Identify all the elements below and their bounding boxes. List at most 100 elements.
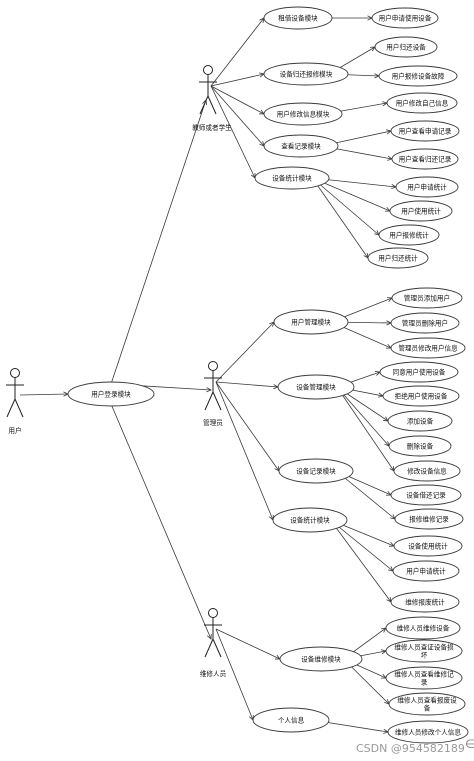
use-case-report: 设备归还报修模块 [263, 62, 349, 86]
edge-admin-record_a [215, 381, 280, 472]
stick-figure-icon [204, 608, 222, 658]
use-case-f22: 用户申请统计 [392, 560, 460, 582]
use-case-f21: 设备使用统计 [393, 535, 463, 557]
edge-devmgmt-f17 [336, 386, 390, 447]
use-case-oval [277, 374, 355, 400]
use-case-oval [263, 62, 349, 86]
use-case-label: 用户使用统计 [401, 206, 441, 215]
use-case-label: 维修人员查看维修记 [394, 669, 454, 678]
use-case-oval [67, 381, 155, 407]
use-case-label: 维修人员查证设备损 [394, 642, 454, 651]
use-case-label: 设备记录模块 [296, 466, 336, 475]
use-case-label: 用户管理模块 [291, 317, 331, 326]
use-case-f28: 维修人员修改个人信息 [387, 720, 469, 744]
use-case-f15: 拒绝用户使用设备 [382, 385, 460, 407]
edge-teacher-profile [210, 85, 265, 115]
edge-devmgmt-f18 [336, 386, 395, 472]
use-case-oval [387, 410, 453, 432]
use-case-oval [371, 7, 439, 29]
actor-label: 用户 [8, 426, 21, 435]
actor-label: 维修人员 [200, 669, 227, 678]
use-case-oval [394, 508, 464, 530]
use-case-oval [390, 312, 460, 334]
use-case-label: 删除设备 [407, 441, 434, 450]
edge-teacher-rent [210, 17, 265, 87]
use-case-f14: 同意用户使用设备 [379, 361, 459, 383]
actor-label: 教师或者学生 [192, 123, 232, 132]
use-case-label: 用户登录模块 [91, 389, 131, 398]
use-case-oval [393, 460, 461, 482]
use-case-label: 用户申请使用设备 [379, 13, 432, 22]
use-case-label: 录 [421, 678, 428, 686]
stick-figure-icon [199, 65, 217, 115]
use-case-oval [388, 435, 452, 457]
use-case-label: 维修人员维修设备 [397, 623, 450, 632]
use-case-oval [378, 224, 440, 246]
actor-user: 用户 [6, 368, 24, 435]
use-case-record_t: 查看记录模块 [263, 134, 339, 158]
use-case-label: 用户报修统计 [389, 230, 429, 239]
use-case-oval [390, 484, 462, 506]
edge-stat_t-f8 [312, 177, 391, 212]
use-case-oval [391, 148, 459, 170]
use-case-oval [390, 591, 460, 613]
use-case-f9: 用户报修统计 [378, 224, 440, 246]
actor-admin: 管理员 [203, 361, 223, 427]
arrowhead-icon [206, 633, 212, 640]
use-case-label: 用户查看归还记录 [399, 154, 452, 163]
watermark-text: CSDN @954582189 [356, 742, 465, 755]
use-case-label: 备 [424, 703, 431, 712]
use-case-f8: 用户使用统计 [389, 200, 453, 222]
use-case-oval [252, 707, 330, 733]
arrowhead-icon [389, 465, 395, 472]
edge-stat_t-f10 [312, 177, 369, 259]
use-case-label: 坏 [421, 651, 428, 659]
use-case-label: 管理员添加用户 [404, 293, 450, 302]
use-case-oval [263, 6, 333, 30]
edge-teacher-stat_t [210, 85, 256, 179]
use-case-f23: 维修报废统计 [390, 591, 460, 613]
use-case-label: 修改设备信息 [407, 466, 447, 475]
use-case-f4: 用户修改自己信息 [386, 92, 458, 114]
use-case-oval [387, 720, 469, 744]
use-case-label: 用户报修设备故障 [392, 71, 445, 80]
use-case-label: 设备管理模块 [296, 382, 336, 391]
use-case-oval [395, 176, 459, 198]
use-case-f19: 设备借还记录 [390, 484, 462, 506]
use-case-oval [389, 200, 453, 222]
use-case-oval [263, 134, 339, 158]
use-case-stat_t: 设备统计模块 [254, 166, 330, 190]
use-case-f24: 维修人员维修设备 [385, 616, 461, 640]
nodes-layer: 用户登录模块租借设备模块设备归还报修模块用户修改信息模块查看记录模块设备统计模块… [67, 6, 469, 744]
use-case-oval [278, 458, 354, 484]
edge-user-login [19, 393, 69, 396]
edge-admin-devmgmt [215, 381, 279, 388]
use-case-label: 设备使用统计 [408, 541, 448, 550]
use-case-personal: 个人信息 [252, 707, 330, 733]
use-case-label: 设备统计模块 [290, 515, 330, 524]
use-case-oval [374, 36, 438, 58]
actor-repairer: 维修人员 [200, 608, 227, 678]
stick-figure-icon [204, 361, 222, 411]
use-case-label: 添加设备 [407, 416, 434, 425]
use-case-label: 个人信息 [278, 715, 305, 724]
use-case-label: 设备借还记录 [406, 490, 446, 499]
use-case-f18: 修改设备信息 [393, 460, 461, 482]
edge-record_a-f20 [336, 470, 396, 520]
use-case-f5: 用户查看申请记录 [390, 120, 460, 142]
use-case-oval [385, 666, 463, 690]
use-case-oval [279, 646, 363, 672]
use-case-label: 设备统计模块 [272, 173, 312, 182]
use-case-label: 查看记录模块 [281, 141, 321, 150]
use-case-f13: 管理员修改用户信息 [390, 337, 466, 359]
use-case-label: 用户查看申请记录 [399, 126, 452, 135]
use-case-profile: 用户修改信息模块 [263, 102, 343, 126]
use-case-f20: 报修维修记录 [394, 508, 464, 530]
edge-admin-stat_a [215, 381, 274, 521]
use-case-label: 维修报废统计 [405, 597, 445, 606]
